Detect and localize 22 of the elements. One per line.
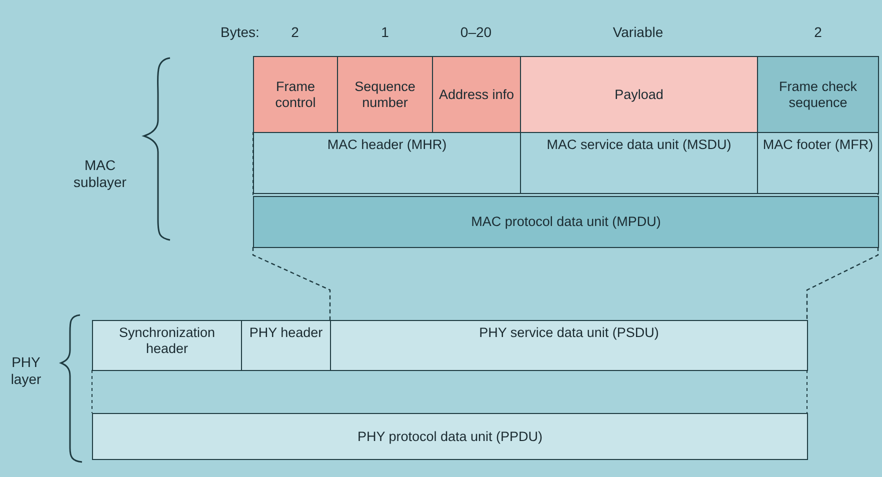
data-unit-bar: PHY protocol data unit (PPDU) <box>92 413 808 460</box>
header-cell: PHY header <box>241 320 331 371</box>
byte-count: 2 <box>813 24 823 41</box>
field-cell: Payload <box>520 56 758 133</box>
byte-count: 2 <box>290 24 300 41</box>
bytes-label: Bytes: <box>220 24 260 41</box>
layer-label: MAC sublayer <box>72 157 128 191</box>
byte-count: Variable <box>612 24 664 41</box>
footer-cell: MAC footer (MFR) <box>757 132 879 194</box>
field-cell: Frame control <box>253 56 338 133</box>
header-cell: MAC header (MHR) <box>253 132 521 194</box>
byte-count: 1 <box>380 24 390 41</box>
byte-count: 0–20 <box>459 24 493 41</box>
data-unit-bar: MAC protocol data unit (MPDU) <box>253 196 879 248</box>
layer-label: PHY layer <box>10 354 42 388</box>
field-cell: Frame check sequence <box>757 56 879 133</box>
field-cell: Sequence number <box>337 56 433 133</box>
field-cell: Address info <box>432 56 521 133</box>
data-unit-cell: PHY service data unit (PSDU) <box>330 320 808 371</box>
header-cell: Synchronization header <box>92 320 242 371</box>
expansion-line <box>806 247 879 320</box>
expansion-line <box>252 247 331 320</box>
